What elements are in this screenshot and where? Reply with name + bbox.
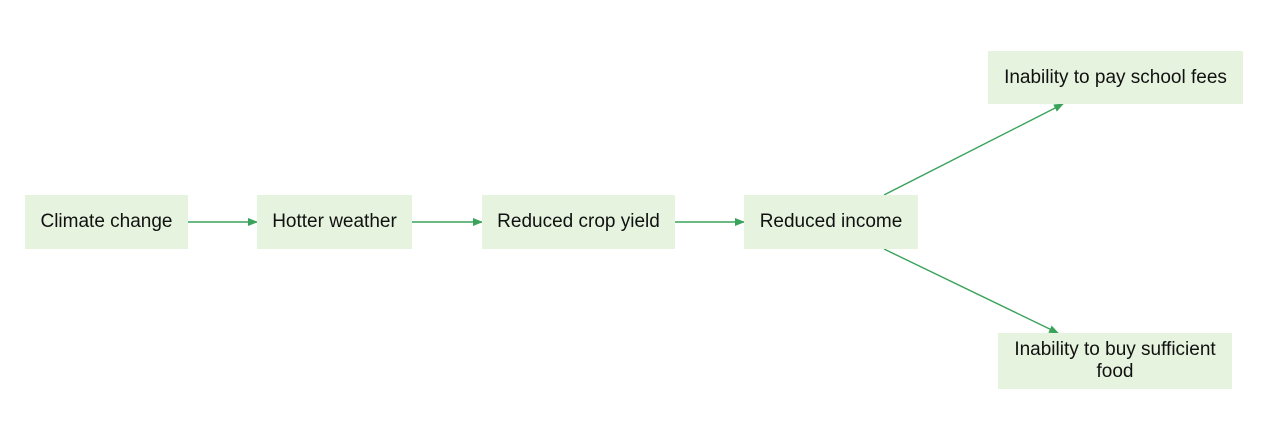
edge-income-to-food [883, 248, 1059, 334]
node-inability-to-buy-sufficient-food: Inability to buy sufficient food [998, 333, 1232, 389]
node-label: Inability to pay school fees [1004, 66, 1227, 88]
node-hotter-weather: Hotter weather [257, 195, 412, 249]
node-climate-change: Climate change [25, 195, 188, 249]
node-inability-to-pay-school-fees: Inability to pay school fees [988, 51, 1243, 104]
node-reduced-crop-yield: Reduced crop yield [482, 195, 675, 249]
node-label: Inability to buy sufficient food [1014, 339, 1216, 382]
node-reduced-income: Reduced income [744, 195, 918, 249]
node-label: Climate change [40, 211, 173, 232]
node-label: Hotter weather [272, 211, 397, 232]
node-label: Reduced income [759, 211, 903, 232]
edge-income-to-fees [883, 103, 1064, 196]
node-label: Reduced crop yield [497, 211, 660, 232]
